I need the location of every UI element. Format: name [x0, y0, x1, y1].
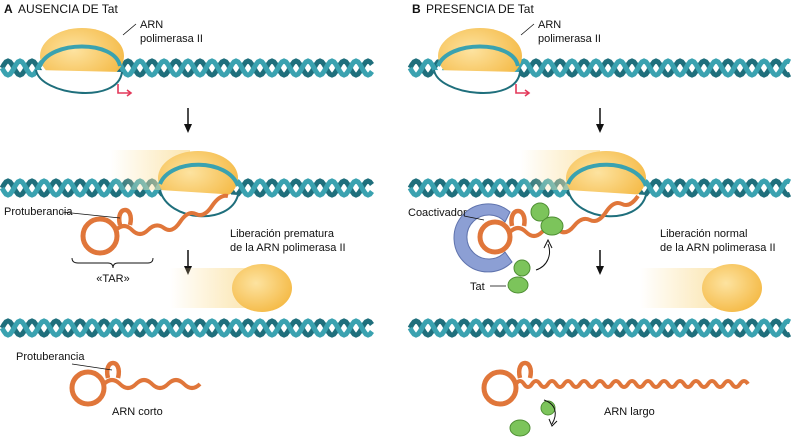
tat-released-body: [509, 419, 531, 437]
coactivator: [453, 203, 513, 273]
product-label-b: ARN largo: [604, 406, 655, 418]
tat-released-head: [540, 400, 556, 416]
tar-bracket: [71, 257, 154, 269]
nascent-rna-a2: [114, 193, 229, 236]
tat-binding-arrow: [535, 243, 550, 271]
open-strand-b1: [436, 44, 520, 67]
panel-a-product: Protuberancia ARN corto: [16, 351, 202, 418]
tat-bound-body: [540, 216, 564, 236]
promoter-arrow-b1: [515, 84, 528, 94]
release-label-b-line2: de la ARN polimerasa II: [660, 242, 776, 254]
bulge-label-a3: Protuberancia: [16, 351, 85, 363]
tat-release-arrow: [543, 399, 556, 425]
polymerase-label-b1-line2: polimerasa II: [538, 33, 601, 45]
tat-free-body: [507, 276, 529, 294]
panel-a-initiation: ARN polimerasa II: [35, 19, 203, 97]
coactivator-label: Coactivador: [408, 207, 467, 219]
tar-loop-a3: [69, 369, 107, 407]
polymerase-a1: [40, 28, 124, 84]
tat-bound-head: [530, 202, 550, 222]
panel-b-title: PRESENCIA DE Tat: [426, 2, 534, 16]
panel-a-title: AUSENCIA DE Tat: [18, 2, 118, 16]
transcription-bubble-b1: [433, 69, 521, 94]
transcription-bubble-a1: [35, 69, 123, 94]
open-strand-a2: [158, 162, 240, 187]
polymerase-b1: [438, 28, 522, 84]
release-label-a-line1: Liberación prematura: [230, 228, 335, 240]
panel-a-pausing: Protuberancia «TAR» Liberación prematura…: [4, 150, 346, 312]
dna-helix-a3: [0, 318, 374, 338]
long-rna-tail: [514, 379, 750, 389]
promoter-arrow-a1: [117, 84, 130, 94]
bulge-b3: [516, 360, 534, 379]
open-strand-b2: [566, 162, 648, 187]
product-label-a: ARN corto: [112, 406, 163, 418]
promoter-arrowhead-b1: [524, 89, 531, 97]
nascent-rna-b2: [508, 194, 640, 238]
polymerase-label-a1-line1: ARN: [140, 19, 163, 31]
released-polymerase-a: [232, 264, 292, 312]
bulge-b2: [509, 208, 527, 227]
bulge-pointer-a2: [61, 211, 121, 219]
tar-loop-b2: [477, 219, 513, 255]
bulge-label-a2: Protuberancia: [4, 206, 73, 218]
bulge-pointer-a3: [71, 363, 113, 371]
tat-binding-arrowhead: [543, 238, 553, 249]
transcription-bubble-b2: [567, 189, 647, 218]
polymerase-label-a1-line2: polimerasa II: [140, 33, 203, 45]
panel-b-letter: B: [412, 2, 421, 16]
release-label-a-line2: de la ARN polimerasa II: [230, 242, 346, 254]
dna-helix-b3-strand-front: [407, 318, 792, 338]
polymerase-pointer-b1: [520, 23, 535, 36]
dna-helix-a3-strand-front: [0, 318, 374, 338]
tar-label: «TAR»: [96, 273, 129, 285]
coactivator-pointer: [463, 215, 485, 221]
dna-helix-b3-strand-back: [407, 318, 792, 338]
tar-loop-b3: [481, 369, 519, 407]
bulge-a3: [104, 360, 122, 379]
step-arrows-b: [596, 108, 604, 275]
panel-b-initiation: ARN polimerasa II: [433, 19, 601, 97]
promoter-arrowhead-a1: [126, 89, 133, 97]
panel-b-product: ARN largo: [481, 360, 750, 437]
release-label-b-line1: Liberación normal: [660, 228, 747, 240]
tat-free-head: [513, 259, 531, 277]
polymerase-label-b1-line1: ARN: [538, 19, 561, 31]
tat-label: Tat: [470, 281, 485, 293]
short-rna-tail: [102, 378, 202, 390]
open-strand-a1: [38, 44, 122, 67]
bulge-a2: [116, 207, 134, 226]
dna-helix-b3: [407, 318, 792, 338]
tat-release-arrowhead: [548, 418, 558, 427]
polymerase-pointer-a1: [122, 23, 137, 36]
panel-a-letter: A: [4, 2, 13, 16]
panel-b-elongation: Tat Coactivador Liberación normal de la …: [408, 150, 776, 312]
tar-loop-a2: [80, 216, 120, 256]
dna-helix-a3-strand-back: [0, 318, 374, 338]
released-polymerase-b: [702, 264, 762, 312]
